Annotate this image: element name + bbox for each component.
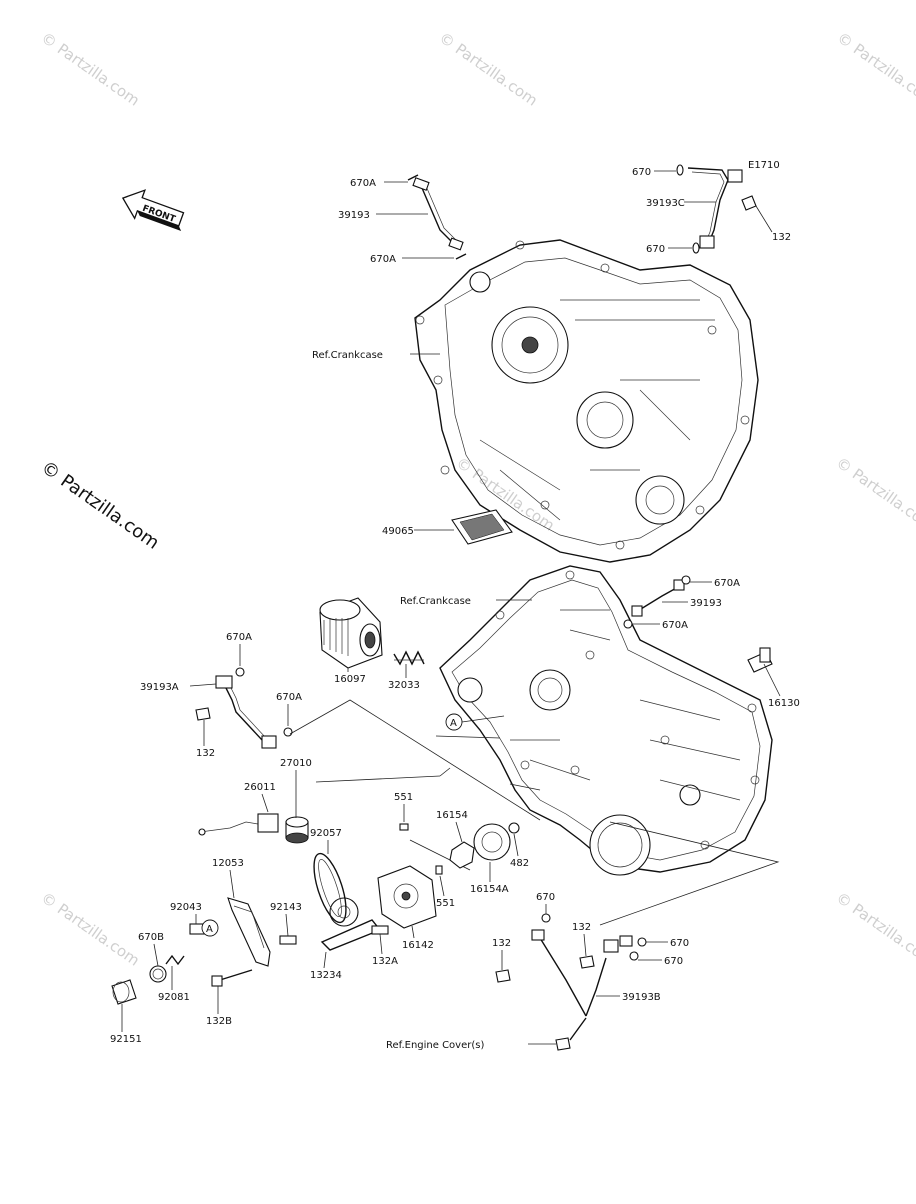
label-ref-engine-cover: Ref.Engine Cover(s) — [386, 1040, 484, 1051]
label-92057: 92057 — [310, 828, 342, 839]
label-670a-top: 670A — [350, 178, 376, 189]
relief-valve-27010 — [285, 816, 309, 844]
spring-32033 — [393, 650, 425, 666]
tensioner-parts — [111, 923, 205, 1005]
watermark-top-left: © Partzilla.com — [38, 29, 143, 110]
bolt-132b — [211, 969, 253, 987]
label-132b: 132B — [206, 1016, 232, 1027]
label-39193-right: 39193 — [690, 598, 722, 609]
label-670-right-2: 670 — [646, 244, 665, 255]
label-ref-crankcase-top: Ref.Crankcase — [312, 350, 383, 361]
oil-pipe-39193a — [195, 667, 293, 749]
oil-pipe-39193-top — [407, 174, 467, 260]
label-670b: 670B — [138, 932, 164, 943]
label-16097: 16097 — [334, 674, 366, 685]
oil-filter-16097 — [319, 597, 383, 669]
watermark-mid-right: © Partzilla.com — [833, 454, 916, 535]
label-670-bottom-3: 670 — [664, 956, 683, 967]
label-670-bottom-2: 670 — [670, 938, 689, 949]
label-670a-left-2: 670A — [276, 692, 302, 703]
label-49065: 49065 — [382, 526, 414, 537]
label-32033: 32033 — [388, 680, 420, 691]
label-39193a: 39193A — [140, 682, 179, 693]
watermark-main: © Partzilla.com — [37, 457, 163, 554]
callouts: 670A 39193 670A Ref.Crankcase 49065 670 … — [110, 160, 800, 1051]
label-39193b: 39193B — [622, 992, 661, 1003]
upper-crankcase-drawing — [414, 239, 759, 563]
label-670a-right-1: 670A — [714, 578, 740, 589]
label-12053: 12053 — [212, 858, 244, 869]
oil-pipe-39193b — [495, 913, 647, 1051]
label-92143: 92143 — [270, 902, 302, 913]
sensor-16130 — [747, 647, 773, 673]
label-26011: 26011 — [244, 782, 276, 793]
watermark-top-center: © Partzilla.com — [436, 29, 541, 110]
label-670a-top-2: 670A — [370, 254, 396, 265]
lower-crankcase-drawing — [439, 565, 773, 876]
label-670a-right-2: 670A — [662, 620, 688, 631]
label-27010: 27010 — [280, 758, 312, 769]
label-132-bottom-1: 132 — [492, 938, 511, 949]
label-16130: 16130 — [768, 698, 800, 709]
label-ref-crankcase-mid: Ref.Crankcase — [400, 596, 471, 607]
label-551-a: 551 — [394, 792, 413, 803]
oil-pipe-39193c — [676, 164, 757, 254]
label-92081: 92081 — [158, 992, 190, 1003]
label-e1710: E1710 — [748, 160, 780, 171]
label-16142: 16142 — [402, 940, 434, 951]
watermark-top-right: © Partzilla.com — [834, 29, 916, 110]
watermark-bottom-left: © Partzilla.com — [38, 889, 143, 970]
oil-pipe-39193-right — [623, 575, 691, 629]
label-132-bottom-2: 132 — [572, 922, 591, 933]
reference-circle-a-2: A — [206, 924, 213, 935]
label-92151: 92151 — [110, 1034, 142, 1045]
front-arrow-icon: FRONT — [121, 189, 185, 232]
label-39193c: 39193C — [646, 198, 685, 209]
label-482: 482 — [510, 858, 529, 869]
sensor-26011 — [198, 813, 279, 836]
chain-guide-12053 — [227, 897, 271, 967]
label-670-right-1: 670 — [632, 167, 651, 178]
label-92043: 92043 — [170, 902, 202, 913]
label-39193-top: 39193 — [338, 210, 370, 221]
label-16154: 16154 — [436, 810, 468, 821]
label-132a: 132A — [372, 956, 398, 967]
watermark-bottom-right: © Partzilla.com — [833, 889, 916, 970]
label-670a-left-1: 670A — [226, 632, 252, 643]
oil-pump-assembly — [279, 822, 520, 951]
label-16154a: 16154A — [470, 884, 509, 895]
label-551-b: 551 — [436, 898, 455, 909]
label-132-left: 132 — [196, 748, 215, 759]
label-132-right: 132 — [772, 232, 791, 243]
reference-circle-a-1: A — [450, 718, 457, 729]
label-13234: 13234 — [310, 970, 342, 981]
label-670-bottom-1: 670 — [536, 892, 555, 903]
